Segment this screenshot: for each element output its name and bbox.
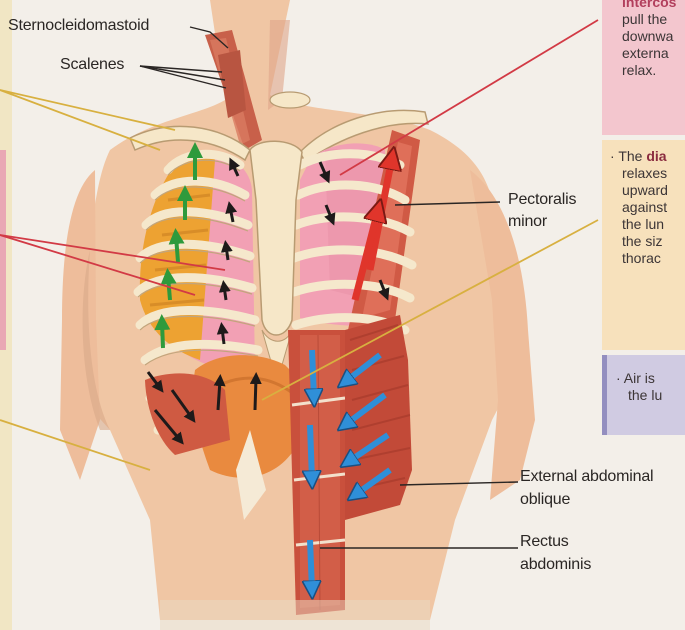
label-external-oblique-line1: External abdominal [520,467,653,486]
label-rectus-line1: Rectus [520,532,569,551]
label-pectoralis-minor-line2: minor [508,212,547,231]
label-external-oblique-line2: oblique [520,490,570,509]
label-rectus-line2: abdominis [520,555,591,574]
panel-text-3: · Air is the lu [602,370,685,404]
label-pectoralis-minor-line1: Pectoralis [508,190,576,209]
panel-text-2: · The dia relaxes upward against the lun… [602,148,685,267]
label-scalenes: Scalenes [60,55,124,74]
panel-text-1: intercos pull the downwa externa relax. [602,0,685,79]
label-sternocleidomastoid: Sternocleidomastoid [8,16,149,35]
